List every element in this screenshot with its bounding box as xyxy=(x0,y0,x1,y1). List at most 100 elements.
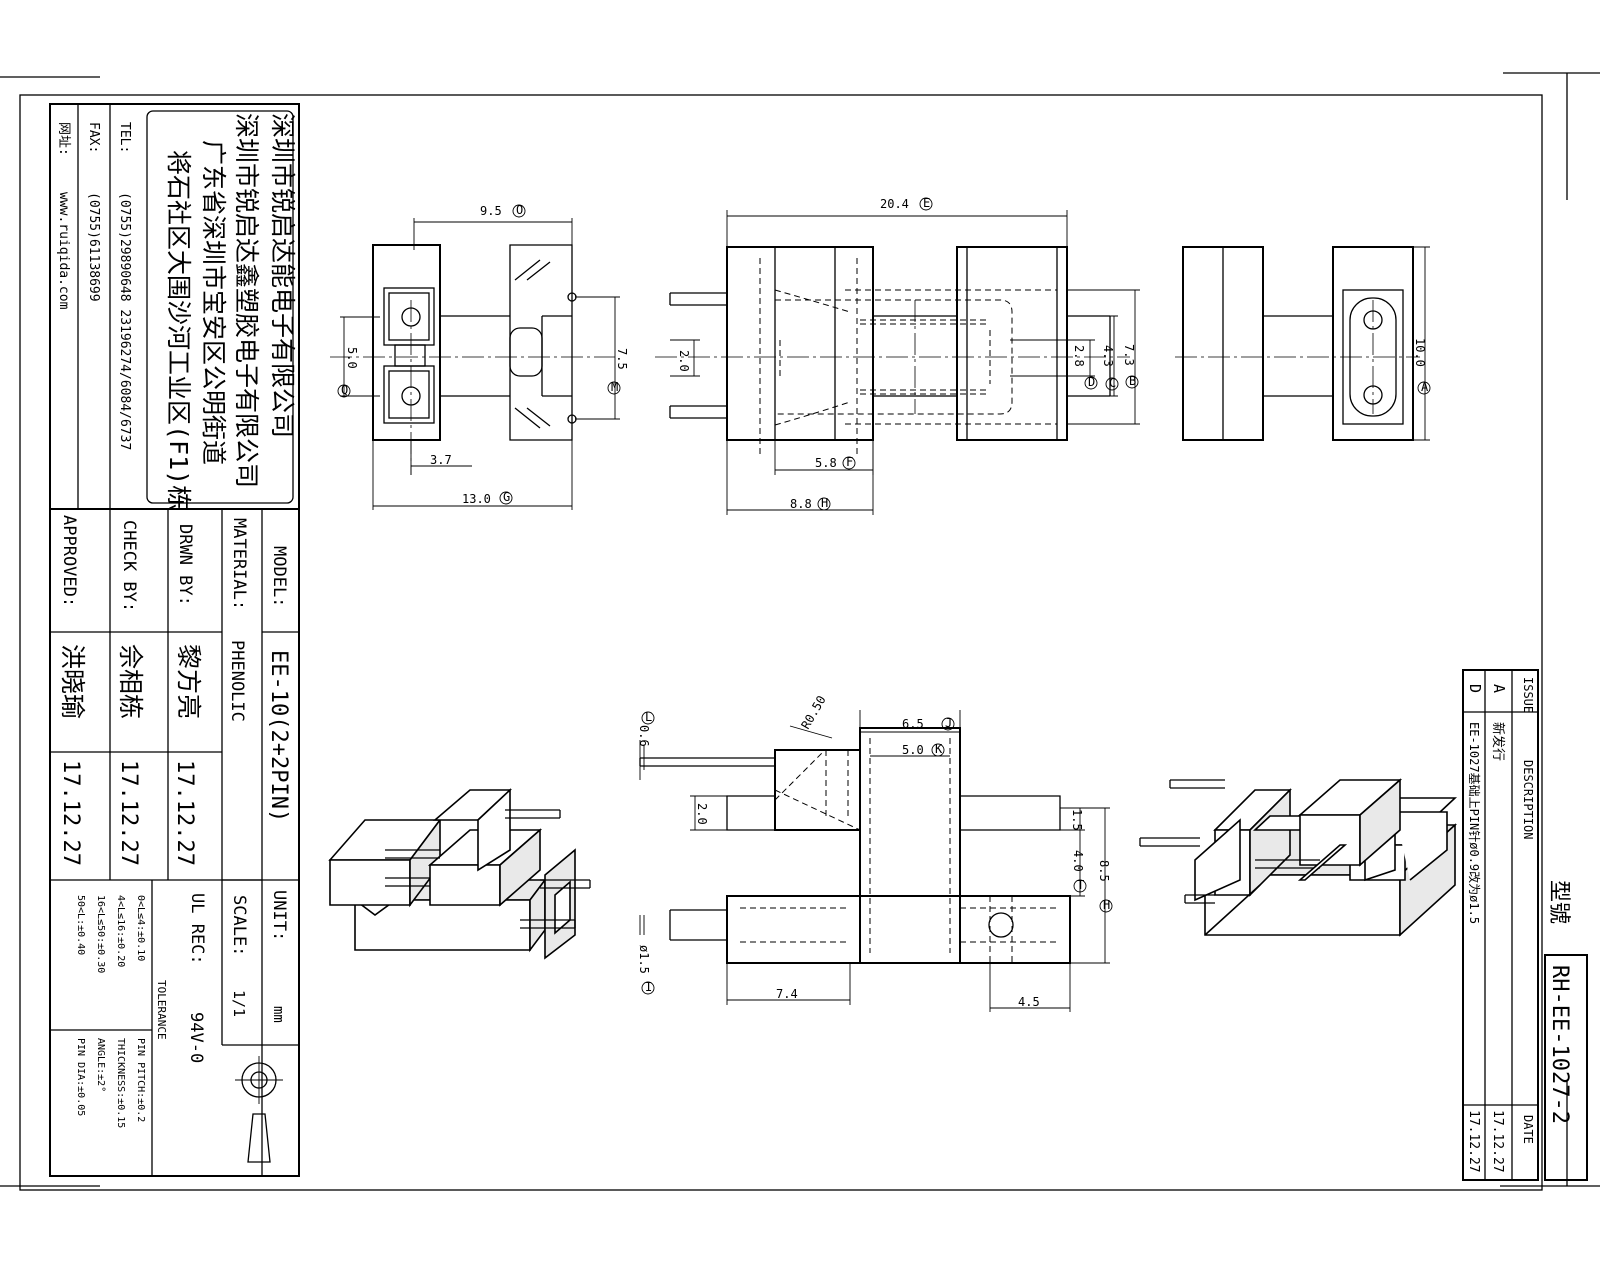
dim-r0-5: R0.50 xyxy=(798,693,828,731)
scale-value: 1/1 xyxy=(230,990,248,1017)
revision-header-issue: ISSUE xyxy=(1521,677,1535,713)
revision-header-description: DESCRIPTION xyxy=(1521,760,1535,839)
tolerance-row-right: PIN PITCH:±0.2 xyxy=(135,1038,146,1122)
title-block: MODEL: EE-10(2+2PIN) UNIT: mm MATERIAL: … xyxy=(49,508,300,1177)
approved-value: 洪晓瑜 xyxy=(58,644,87,719)
dim-1-5: 1.5 xyxy=(1070,809,1084,831)
dim-8-5: 8.5 xyxy=(1097,860,1111,882)
tolerance-row: 16<L≤50:±0.30 xyxy=(95,895,106,973)
marker-e: E xyxy=(923,196,930,210)
tolerance-label: TOLERANCE xyxy=(155,980,168,1040)
tolerance-row-right: PIN DIA:±0.05 xyxy=(75,1038,86,1116)
model-label: MODEL: xyxy=(269,546,289,607)
revision-row-issue: D xyxy=(1466,684,1484,693)
check-by-label: CHECK BY: xyxy=(119,520,139,612)
marker-g: G xyxy=(503,490,510,504)
marker-l: L xyxy=(645,710,652,724)
dim-pin-0-6: 0.6 xyxy=(637,725,651,747)
dim-2-0: 2.0 xyxy=(677,350,691,372)
dim-7-4: 7.4 xyxy=(776,987,798,1001)
marker-c: C xyxy=(1109,376,1116,390)
marker-d: D xyxy=(1088,375,1095,389)
web-value: www.ruiqida.com xyxy=(56,192,71,310)
dim-9-5: 9.5 xyxy=(480,204,502,218)
view-front: 20.4 E 2.0 2.8 D 4.3 C 7.3 B 5.8 F 8.8 H xyxy=(655,196,1140,515)
dim-6-5: 6.5 xyxy=(902,717,924,731)
marker-q: Q xyxy=(341,383,348,397)
drawn-by-value: 黎方亮 xyxy=(174,644,203,719)
tolerance-row: 4<L≤16:±0.20 xyxy=(115,895,126,967)
check-by-value: 佘相栋 xyxy=(116,644,145,719)
revision-row-date: 17.12.27 xyxy=(1490,1110,1505,1173)
marker-h2: H xyxy=(1103,898,1110,912)
part-label: 型號 xyxy=(1546,880,1571,924)
dim-8-8: 8.8 xyxy=(790,497,812,511)
drawn-by-label: DRWN BY: xyxy=(175,524,195,606)
company-info-block: 深圳市锐启达能电子有限公司 深圳市锐启达鑫塑胶电子有限公司 广东省深圳市宝安区公… xyxy=(49,103,300,510)
tel-label: TEL: xyxy=(117,122,132,153)
revision-row-description: EE-1027基础上PIN针ø0.9改为ø1.5 xyxy=(1467,722,1482,924)
marker-m: I xyxy=(645,980,652,994)
tel-value: (0755)29890648 23196274/6084/6737 xyxy=(117,192,132,450)
fax-label: FAX: xyxy=(86,122,101,153)
view-isometric-right xyxy=(1139,778,1458,937)
ul-label: UL REC: xyxy=(187,893,207,965)
marker-h: H xyxy=(821,496,828,510)
marker-b: B xyxy=(1129,374,1136,388)
dim-13-0: 13.0 xyxy=(462,492,491,506)
marker-f: F xyxy=(846,455,853,469)
material-value: PHENOLIC xyxy=(227,640,247,722)
web-label: 网址: xyxy=(56,122,71,156)
scale-label: SCALE: xyxy=(229,895,249,956)
dim-4-0: 4.0 xyxy=(1071,850,1085,872)
dim-7-5: 7.5 xyxy=(615,348,629,370)
approved-date: 17.12.27 xyxy=(58,760,83,866)
company-address-2: 将石社区大围沙河工业区(F1)栋 xyxy=(164,150,193,510)
drawn-date: 17.12.27 xyxy=(172,760,197,866)
marker-v: M xyxy=(611,380,618,394)
revision-row-date: 17.12.27 xyxy=(1466,1110,1481,1173)
dim-5-8: 5.8 xyxy=(815,456,837,470)
view-bottom: R0.50 0.6 L 6.5 J 5.0 K 2.0 1.5 4.0 T 8.… xyxy=(637,693,1113,1012)
company-address-1: 广东省深圳市宝安区公明街道 xyxy=(199,140,228,465)
dim-pin-1-5: ø1.5 xyxy=(637,945,651,974)
dim-2-0b: 2.0 xyxy=(695,803,709,825)
dim-5-0: 5.0 xyxy=(345,347,359,369)
tolerance-row-right: ANGLE:±2° xyxy=(95,1038,106,1092)
check-date: 17.12.27 xyxy=(116,760,141,866)
ul-value: 94V-0 xyxy=(186,1012,206,1063)
tolerance-row: 50<L:±0.40 xyxy=(75,895,86,955)
revision-header-date: DATE xyxy=(1521,1115,1535,1144)
revision-row-description: 新发行 xyxy=(1490,722,1506,761)
tolerance-row: 0<L≤4:±0.10 xyxy=(135,895,146,961)
revision-block: ISSUE DESCRIPTION DATE A 新发行 17.12.27 D … xyxy=(1462,669,1588,1181)
view-end: 9.5 O 5.0 Q 7.5 M 3.7 13.0 G xyxy=(330,203,629,510)
view-side: 10.0 A xyxy=(1175,246,1431,441)
material-label: MATERIAL: xyxy=(229,518,249,610)
tolerance-row-right: THICKNESS:±0.15 xyxy=(115,1038,126,1128)
projection-symbol-icon xyxy=(235,1056,283,1163)
approved-label: APPROVED: xyxy=(59,515,79,607)
revision-row-issue: A xyxy=(1490,684,1508,693)
fax-value: (0755)61138699 xyxy=(86,192,101,302)
company-name-2: 深圳市锐启达鑫塑胶电子有限公司 xyxy=(232,113,261,488)
marker-j: J xyxy=(945,716,952,730)
sheet-crop-marks xyxy=(0,72,1600,1187)
dim-20-4: 20.4 xyxy=(880,197,909,211)
dim-2-8: 2.8 xyxy=(1072,345,1086,367)
unit-label: UNIT: xyxy=(269,890,289,941)
marker-t: T xyxy=(1077,878,1084,892)
dim-4-5: 4.5 xyxy=(1018,995,1040,1009)
company-name: 深圳市锐启达能电子有限公司 xyxy=(268,113,297,438)
part-number: RH-EE-1027-2 xyxy=(1547,965,1572,1124)
dim-4-3: 4.3 xyxy=(1101,345,1115,367)
view-isometric-left xyxy=(328,788,591,960)
model-value: EE-10(2+2PIN) xyxy=(266,650,291,822)
marker-k: K xyxy=(935,742,943,756)
dim-7-3: 7.3 xyxy=(1122,344,1136,366)
marker-a: A xyxy=(1421,380,1429,394)
dim-3-7: 3.7 xyxy=(430,453,452,467)
dim-5-0b: 5.0 xyxy=(902,743,924,757)
drawing-border xyxy=(19,94,1543,1191)
